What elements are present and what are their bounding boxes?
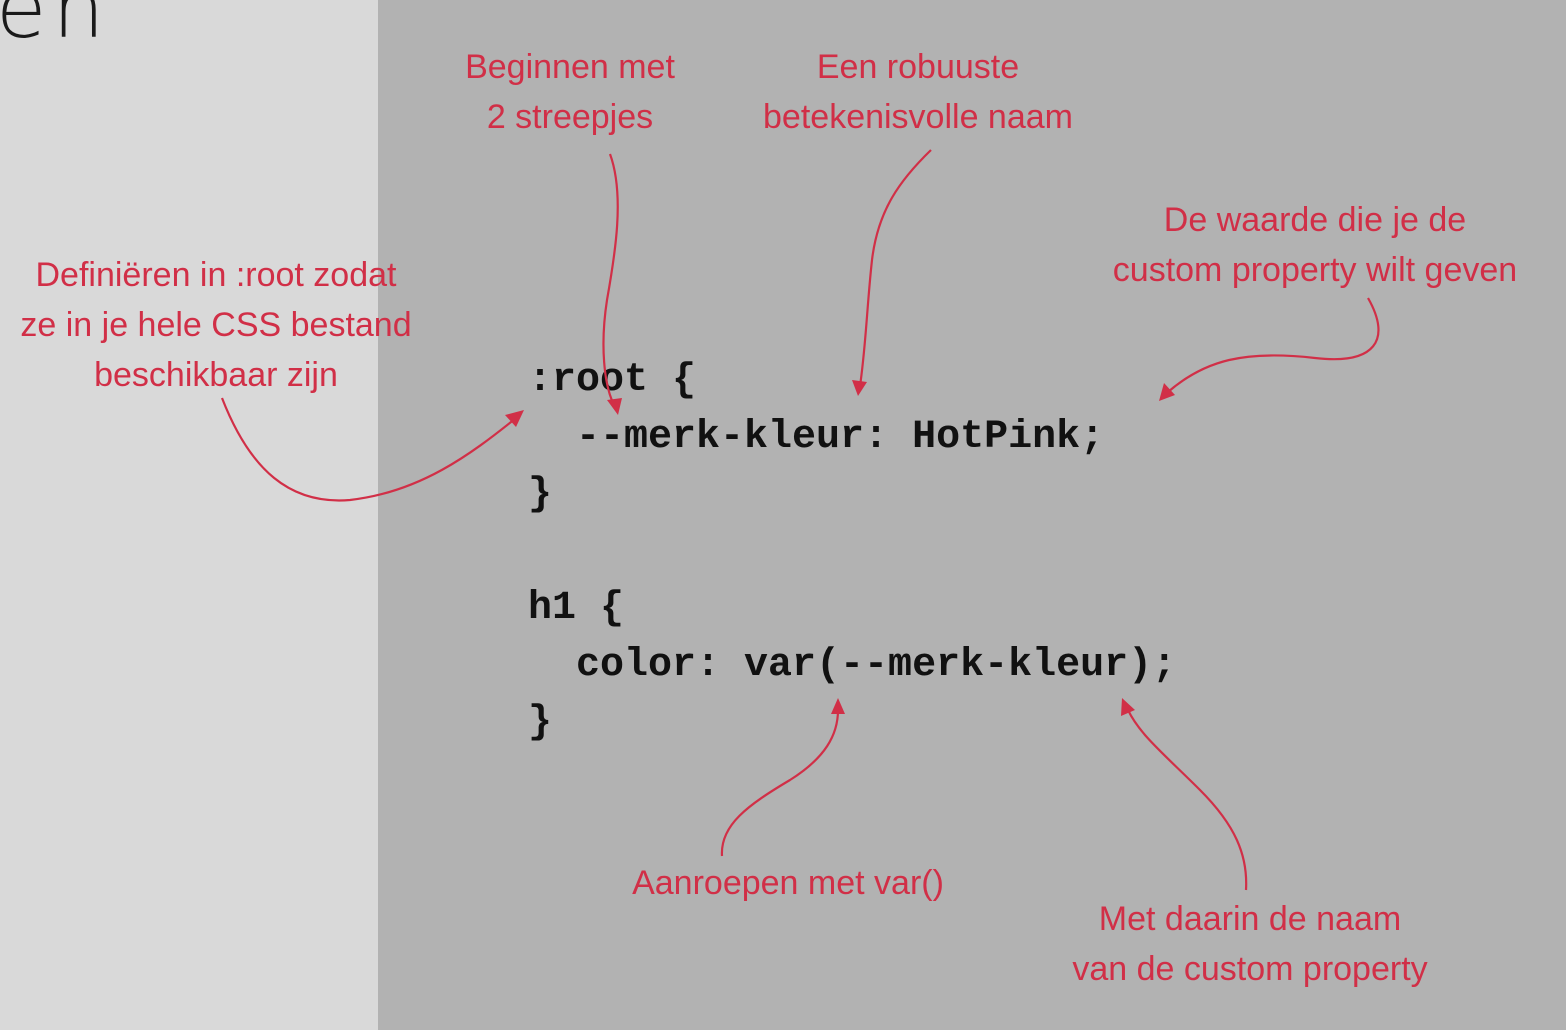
code-line-usage: color: var(--merk-kleur);	[528, 643, 1177, 688]
annotation-line: 2 streepjes	[486, 98, 654, 136]
annotation-line: Met daarin de naam	[1098, 900, 1402, 938]
annotation-name-inside: Met daarin de naam van de custom propert…	[1040, 894, 1460, 994]
code-line-h1-close: }	[528, 700, 553, 745]
annotation-line: betekenisvolle naam	[763, 98, 1073, 136]
annotation-line: De waarde die je de	[1163, 201, 1467, 239]
code-line-blank	[528, 523, 1176, 580]
code-line-h1-open: h1 {	[528, 586, 625, 631]
annotation-line: Aanroepen met var()	[632, 864, 944, 902]
code-line-declaration: --merk-kleur: HotPink;	[528, 415, 1105, 460]
annotation-two-dashes: Beginnen met 2 streepjes	[445, 42, 695, 142]
code-panel	[378, 0, 1566, 1030]
code-block: :root { --merk-kleur: HotPink;} h1 { colo…	[528, 352, 1176, 751]
slide-title-fragment: en	[0, 0, 111, 57]
left-panel	[0, 0, 378, 1030]
annotation-line: van de custom property	[1072, 950, 1428, 988]
annotation-define-root: Definiëren in :root zodat ze in je hele …	[6, 250, 426, 400]
annotation-call-var: Aanroepen met var()	[608, 858, 968, 908]
annotation-line: Definiëren in :root zodat	[35, 256, 397, 294]
annotation-line: Een robuuste	[816, 48, 1020, 86]
annotation-line: beschikbaar zijn	[94, 356, 338, 394]
code-line-root-close: }	[528, 472, 553, 517]
code-line-root-open: :root {	[528, 358, 697, 403]
annotation-value: De waarde die je de custom property wilt…	[1080, 195, 1550, 295]
annotation-line: Beginnen met	[465, 48, 675, 86]
annotation-line: custom property wilt geven	[1112, 251, 1518, 289]
annotation-line: ze in je hele CSS bestand	[20, 306, 412, 344]
annotation-robust-name: Een robuuste betekenisvolle naam	[738, 42, 1098, 142]
